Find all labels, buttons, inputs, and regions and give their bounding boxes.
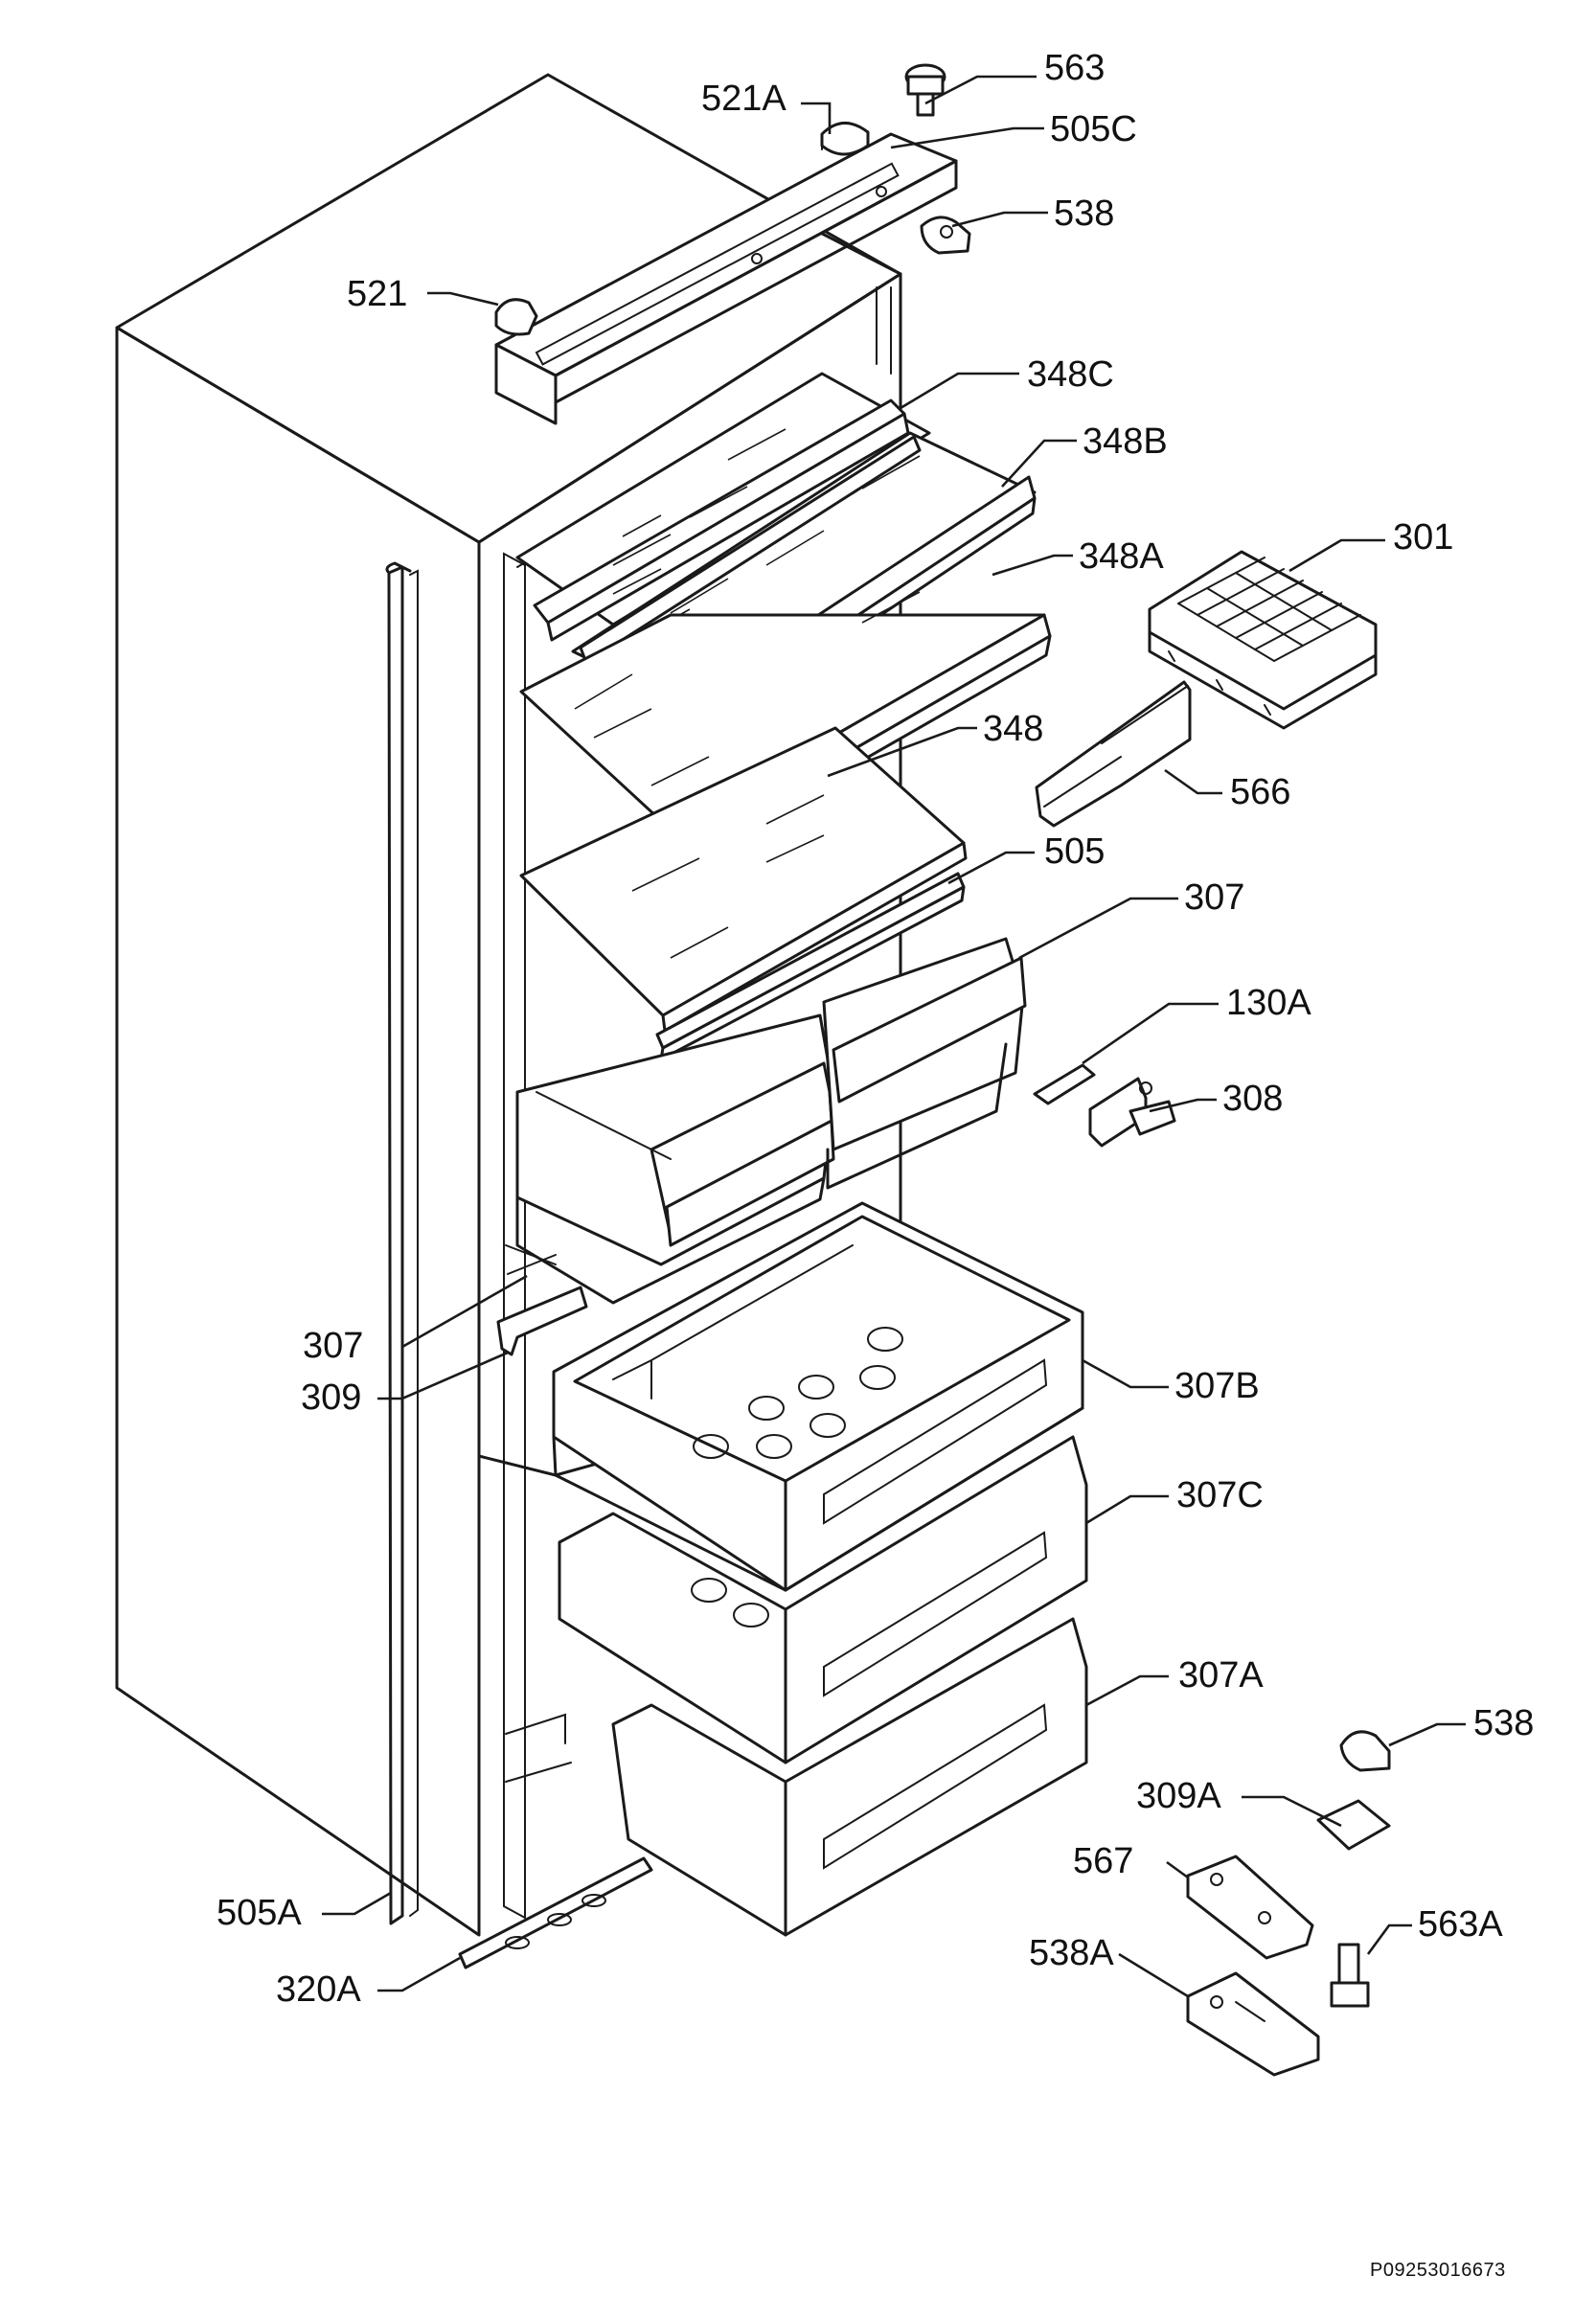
hinge-538a — [1186, 1971, 1320, 2077]
scraper-566 — [1035, 680, 1192, 828]
part-label-309: 309 — [301, 1377, 362, 1418]
freezer-drawer-307c — [558, 1435, 1088, 1764]
crisper-drawer-right — [822, 937, 1027, 1190]
part-label-505c: 505C — [1050, 109, 1137, 149]
part-label-521: 521 — [347, 274, 408, 314]
part-label-567: 567 — [1073, 1841, 1134, 1881]
part-label-309a: 309A — [1136, 1776, 1221, 1816]
freezer-drawer-307a — [611, 1617, 1088, 1937]
cap-521 — [494, 298, 538, 336]
drawing-code: P09253016673 — [1370, 2260, 1506, 2281]
pin-563 — [904, 63, 946, 117]
ice-tray-301 — [1148, 550, 1378, 730]
part-label-307a: 307A — [1178, 1655, 1264, 1696]
leader-lines — [322, 75, 1466, 1998]
hinge-538-top — [920, 216, 971, 255]
part-label-307c: 307C — [1176, 1475, 1264, 1515]
plate-567 — [1186, 1855, 1314, 1960]
part-label-348c: 348C — [1027, 354, 1114, 395]
hinge-538-bottom — [1339, 1730, 1391, 1772]
freezer-drawer-307b — [552, 1201, 1084, 1592]
crisper-drawer-left — [515, 1013, 835, 1305]
part-label-538a: 538A — [1029, 1933, 1114, 1973]
part-label-307-left: 307 — [303, 1326, 364, 1366]
part-label-307-upper: 307 — [1184, 877, 1245, 918]
part-label-301: 301 — [1393, 517, 1454, 558]
cap-521a — [820, 122, 870, 156]
part-label-566: 566 — [1230, 772, 1291, 812]
bracket-308 — [1088, 1077, 1176, 1148]
trim-strip-505 — [655, 872, 966, 1061]
glass-shelf-348 — [519, 726, 968, 1033]
part-label-320a: 320A — [276, 1969, 361, 2010]
part-label-348b: 348B — [1083, 421, 1168, 462]
part-label-308: 308 — [1222, 1079, 1284, 1119]
part-label-130a: 130A — [1226, 983, 1311, 1023]
part-label-563a: 563A — [1418, 1904, 1503, 1945]
part-label-348: 348 — [983, 709, 1044, 749]
part-label-538: 538 — [1054, 193, 1115, 234]
rail-320a — [458, 1856, 653, 1969]
cover-309a — [1316, 1799, 1391, 1851]
part-label-521a: 521A — [701, 79, 787, 119]
screw-563a — [1330, 1943, 1370, 2008]
clip-309 — [496, 1286, 588, 1356]
part-label-348a: 348A — [1079, 536, 1164, 577]
top-rail-505c — [494, 132, 958, 425]
part-label-307b: 307B — [1174, 1366, 1260, 1406]
part-label-538-lower: 538 — [1473, 1703, 1535, 1743]
clip-130a — [1033, 1063, 1096, 1105]
door-gasket-505a — [385, 561, 419, 1925]
part-label-505: 505 — [1044, 831, 1106, 872]
part-label-563: 563 — [1044, 48, 1106, 88]
part-label-505a: 505A — [217, 1893, 302, 1933]
